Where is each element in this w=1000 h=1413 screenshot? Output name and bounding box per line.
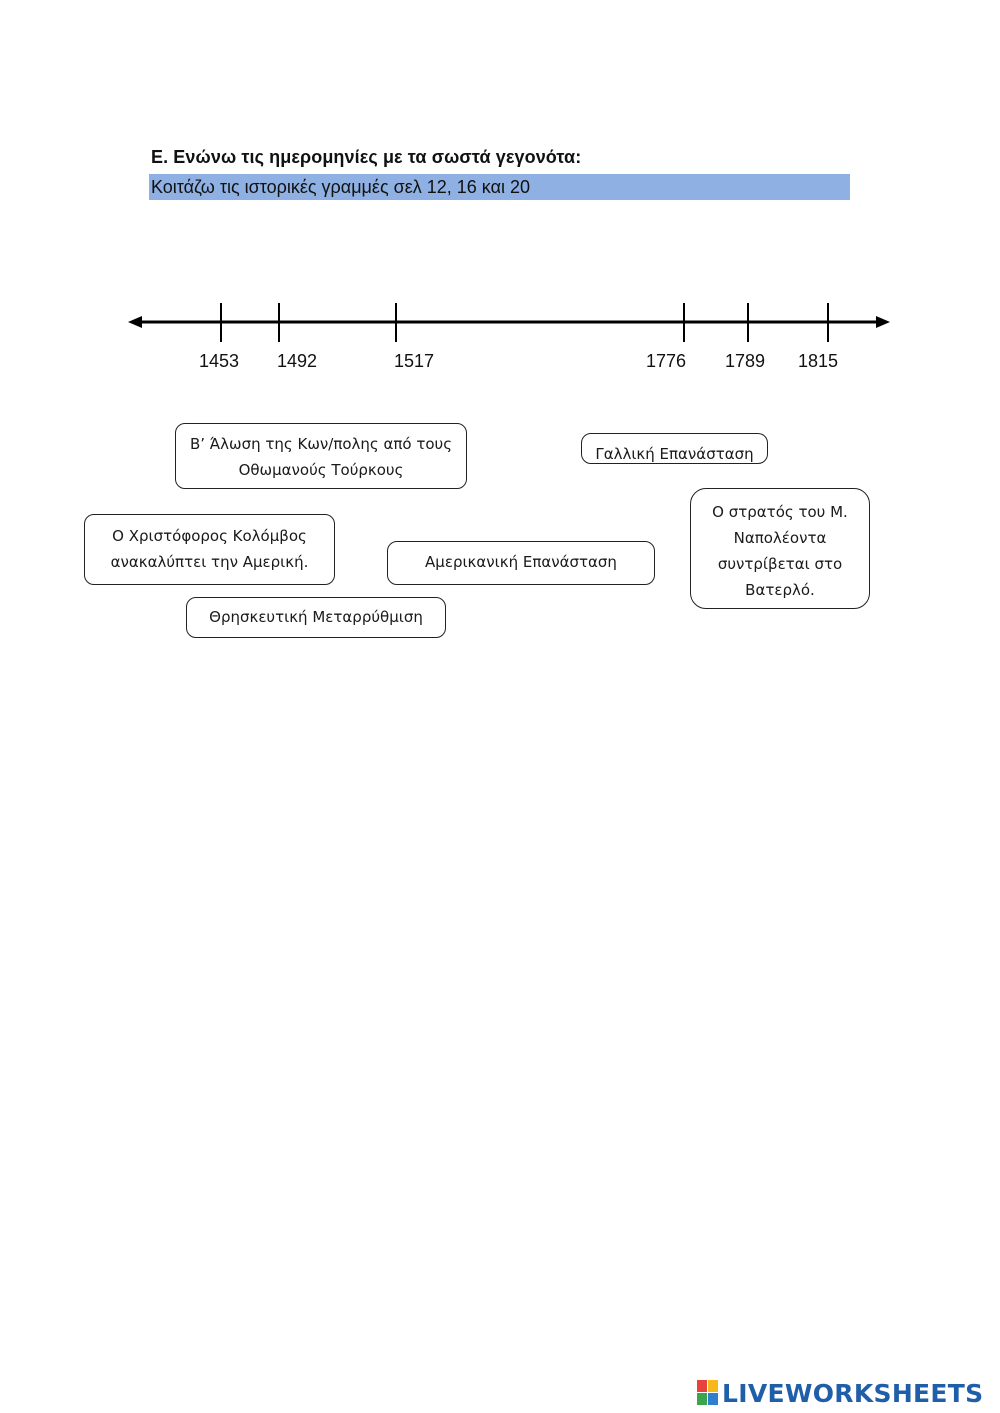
event-text-line: Θρησκευτική Μεταρρύθμιση [209, 608, 423, 626]
event-card-fall-of-constantinople[interactable]: Β’ Άλωση της Κων/πολης από τους Οθωμανού… [175, 423, 467, 489]
event-text-line: Γαλλική Επανάσταση [595, 445, 754, 463]
year-label-1517: 1517 [393, 351, 435, 371]
event-card-columbus[interactable]: Ο Χριστόφορος Κολόμβος ανακαλύπτει την Α… [84, 514, 335, 585]
event-text-line: Β’ Άλωση της Κων/πολης από τους [189, 435, 453, 453]
year-label-1453: 1453 [198, 351, 240, 371]
exercise-instruction: Κοιτάζω τις ιστορικές γραμμές σελ 12, 16… [149, 174, 850, 200]
event-card-reformation[interactable]: Θρησκευτική Μεταρρύθμιση [186, 597, 446, 638]
event-card-american-revolution[interactable]: Αμερικανική Επανάσταση [387, 541, 655, 585]
logo-text: LIVEWORKSHEETS [722, 1378, 984, 1408]
exercise-heading: Ε. Ενώνω τις ημερομηνίες με τα σωστά γεγ… [151, 147, 582, 167]
timeline-arrow-left [128, 316, 142, 328]
event-text-line: Οθωμανούς Τούρκους [238, 461, 404, 479]
timeline-arrow-right [876, 316, 890, 328]
event-card-waterloo[interactable]: Ο στρατός του Μ. Ναπολέοντα συντρίβεται … [690, 488, 870, 609]
year-label-1815: 1815 [797, 351, 839, 371]
event-text-line: Ο Χριστόφορος Κολόμβος [112, 527, 307, 545]
year-label-1492: 1492 [276, 351, 318, 371]
event-card-french-revolution[interactable]: Γαλλική Επανάσταση [581, 433, 768, 464]
liveworksheets-logo: LIVEWORKSHEETS [697, 1378, 983, 1408]
event-text-line: Ναπολέοντα [733, 529, 827, 547]
year-label-1776: 1776 [645, 351, 687, 371]
logo-mark-icon [697, 1380, 719, 1406]
event-text-line: συντρίβεται στο [717, 555, 843, 573]
year-label-1789: 1789 [724, 351, 766, 371]
timeline-axis [128, 303, 890, 342]
event-text-line: Ο στρατός του Μ. [712, 503, 848, 521]
event-text-line: Βατερλό. [745, 581, 815, 599]
event-text-line: Αμερικανική Επανάσταση [425, 553, 617, 571]
event-text-line: ανακαλύπτει την Αμερική. [110, 553, 309, 571]
